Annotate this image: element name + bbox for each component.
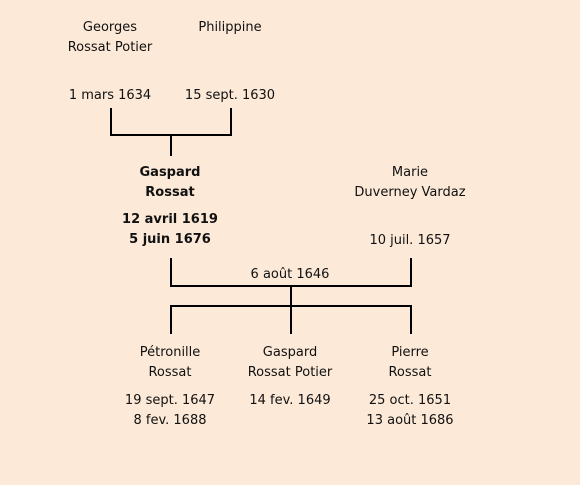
mother-name-line1: Philippine: [198, 20, 262, 35]
subject-name-line2: Rossat: [145, 185, 195, 200]
child-2-date1: 14 fev. 1649: [249, 393, 331, 408]
spouse-date1: 10 juil. 1657: [369, 233, 451, 248]
subject-dates: 12 avril 1619 5 juin 1676: [100, 210, 240, 250]
child-3-date1: 25 oct. 1651: [368, 393, 452, 408]
child-1-name-line1: Pétronille: [139, 345, 201, 360]
child-2-name-line2: Rossat Potier: [247, 365, 333, 380]
father-date1: 1 mars 1634: [68, 88, 152, 103]
person-father: Georges Rossat Potier: [40, 18, 180, 58]
child-1-date1: 19 sept. 1647: [124, 393, 216, 408]
marriage-date: 6 août 1646: [250, 267, 330, 282]
mother-dates: 15 sept. 1630: [160, 86, 300, 106]
father-dates: 1 mars 1634: [40, 86, 180, 106]
child-1-name-line2: Rossat: [148, 365, 192, 380]
child-2-name-line1: Gaspard: [262, 345, 318, 360]
child-3-name-line1: Pierre: [391, 345, 429, 360]
child-1-dates: 19 sept. 1647 8 fev. 1688: [100, 391, 240, 431]
child-3-name-line2: Rossat: [388, 365, 432, 380]
child-3: Pierre Rossat: [340, 343, 480, 383]
father-name-line1: Georges: [82, 20, 138, 35]
father-name-line2: Rossat Potier: [67, 40, 153, 55]
mother-date1: 15 sept. 1630: [184, 88, 276, 103]
subject-date2: 5 juin 1676: [129, 232, 211, 247]
person-subject: Gaspard Rossat: [100, 163, 240, 203]
parents-connector: [110, 108, 232, 136]
person-mother: Philippine: [160, 18, 300, 38]
subject-name-line1: Gaspard: [139, 165, 201, 180]
child-1: Pétronille Rossat: [100, 343, 240, 383]
child-3-date2: 13 août 1686: [366, 413, 454, 428]
subject-date1: 12 avril 1619: [122, 212, 218, 227]
spouse-name-line2: Duverney Vardaz: [354, 185, 466, 200]
child-2-dates: 14 fev. 1649: [220, 391, 360, 411]
spouse-dates: 10 juil. 1657: [340, 231, 480, 251]
person-spouse: Marie Duverney Vardaz: [340, 163, 480, 203]
child-1-date2: 8 fev. 1688: [133, 413, 207, 428]
spouse-name-line1: Marie: [391, 165, 429, 180]
child-3-dates: 25 oct. 1651 13 août 1686: [340, 391, 480, 431]
child-2: Gaspard Rossat Potier: [220, 343, 360, 383]
